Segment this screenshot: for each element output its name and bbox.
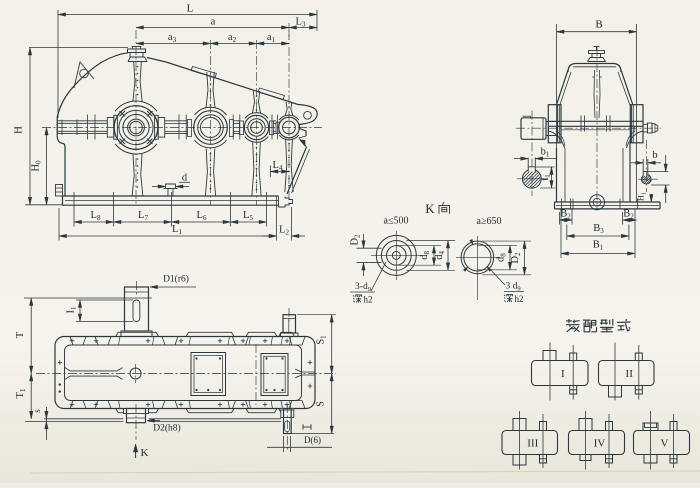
svg-text:K: K bbox=[141, 447, 149, 459]
svg-text:a≥650: a≥650 bbox=[477, 216, 502, 227]
svg-text:D2(h8): D2(h8) bbox=[153, 423, 180, 434]
svg-text:L: L bbox=[187, 3, 194, 15]
svg-text:II: II bbox=[626, 368, 634, 380]
svg-text:S: S bbox=[316, 401, 327, 407]
svg-text:T: T bbox=[14, 331, 26, 338]
svg-text:h2: h2 bbox=[364, 295, 373, 305]
svg-text:K: K bbox=[425, 201, 435, 216]
svg-text:h2: h2 bbox=[515, 294, 524, 304]
svg-text:IV: IV bbox=[594, 438, 606, 450]
svg-text:b: b bbox=[652, 150, 657, 161]
svg-text:D(6): D(6) bbox=[304, 435, 321, 445]
svg-text:B: B bbox=[595, 19, 602, 31]
svg-text:I: I bbox=[561, 368, 565, 380]
svg-text:V: V bbox=[661, 438, 669, 450]
svg-text:a≤500: a≤500 bbox=[384, 216, 409, 227]
svg-text:s: s bbox=[32, 409, 42, 413]
svg-text:H: H bbox=[13, 126, 25, 134]
svg-text:III: III bbox=[527, 438, 538, 450]
svg-text:D1(r6): D1(r6) bbox=[163, 274, 189, 285]
svg-text:d: d bbox=[182, 173, 188, 184]
svg-text:a: a bbox=[211, 16, 216, 28]
